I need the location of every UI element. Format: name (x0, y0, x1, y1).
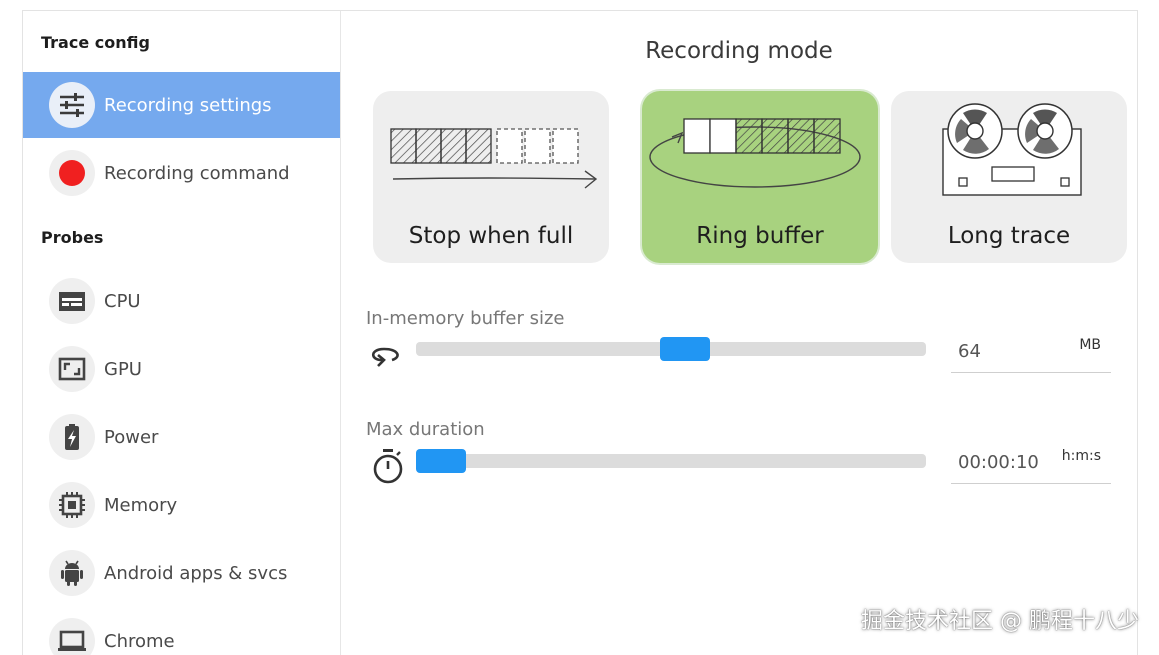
sidebar-item-android-apps[interactable]: Android apps & svcs (23, 540, 340, 606)
battery-charging-icon (49, 414, 95, 460)
gpu-icon (49, 346, 95, 392)
sidebar-item-label: Power (104, 426, 159, 448)
max-duration-slider[interactable] (416, 449, 926, 473)
buffer-size-slider[interactable] (416, 337, 926, 361)
android-icon (49, 550, 95, 596)
main-panel: Recording mode (341, 11, 1137, 655)
watermark-text: 掘金技术社区 @ 鹏程十八少 (861, 609, 1139, 634)
sidebar-item-gpu[interactable]: GPU (23, 336, 340, 402)
mode-label: Long trace (947, 223, 1071, 249)
trace-config-panel: Trace config Recording settings Recordin… (22, 10, 1138, 655)
mode-label: Stop when full (408, 223, 574, 249)
memory-chip-icon (49, 482, 95, 528)
sidebar-item-label: Android apps & svcs (104, 562, 288, 584)
sidebar-item-memory[interactable]: Memory (23, 472, 340, 538)
sidebar-item-recording-command[interactable]: Recording command (23, 140, 340, 206)
sidebar-item-label: CPU (104, 290, 141, 312)
mode-label: Ring buffer (696, 223, 824, 249)
sidebar-item-power[interactable]: Power (23, 404, 340, 470)
max-duration-slider-thumb[interactable] (416, 449, 466, 473)
ring-buffer-illustration (649, 118, 861, 188)
sidebar-item-recording-settings[interactable]: Recording settings (23, 72, 340, 138)
recording-mode-title: Recording mode (645, 38, 833, 64)
record-dot-icon (49, 150, 95, 196)
trace-config-heading: Trace config (41, 33, 150, 52)
sidebar: Trace config Recording settings Recordin… (23, 11, 341, 655)
buffer-size-input[interactable]: 64 MB (951, 329, 1111, 373)
stopwatch-icon (371, 448, 405, 488)
buffer-size-unit: MB (1079, 337, 1101, 353)
mode-stop-when-full[interactable]: Stop when full (373, 91, 609, 263)
max-duration-input[interactable]: 00:00:10 h:m:s (951, 440, 1111, 484)
sliders-icon (49, 82, 95, 128)
max-duration-value: 00:00:10 (958, 452, 1039, 473)
sidebar-item-cpu[interactable]: CPU (23, 268, 340, 334)
max-duration-label: Max duration (366, 419, 485, 440)
laptop-icon (49, 618, 95, 655)
cpu-icon (49, 278, 95, 324)
sidebar-item-label: Recording command (104, 162, 290, 184)
loop-arrow-icon (368, 344, 404, 374)
stop-when-full-illustration (390, 128, 598, 189)
probes-heading: Probes (41, 228, 104, 247)
max-duration-unit: h:m:s (1061, 448, 1101, 464)
mode-ring-buffer[interactable]: Ring buffer (642, 91, 878, 263)
buffer-size-label: In-memory buffer size (366, 308, 565, 329)
sidebar-item-chrome[interactable]: Chrome (23, 608, 340, 655)
tape-recorder-illustration (942, 103, 1082, 196)
sidebar-item-label: Memory (104, 494, 178, 516)
sidebar-item-label: Recording settings (104, 94, 272, 116)
sidebar-item-label: GPU (104, 358, 142, 380)
sidebar-item-label: Chrome (104, 630, 175, 652)
buffer-size-slider-thumb[interactable] (659, 337, 710, 361)
mode-long-trace[interactable]: Long trace (891, 91, 1127, 263)
buffer-size-value: 64 (958, 341, 981, 362)
